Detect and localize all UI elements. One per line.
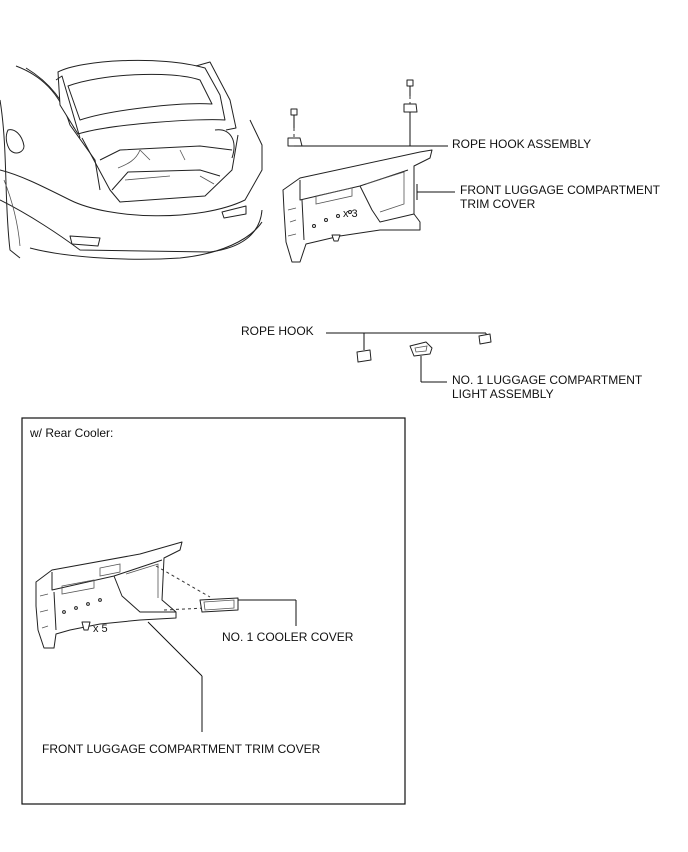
luggage-light-label-line2: LIGHT ASSEMBLY: [452, 387, 554, 401]
bolt-left-icon: [287, 108, 303, 147]
leader-lines-inset: [147, 599, 297, 732]
front-trim-cover-label-line1: FRONT LUGGAGE COMPARTMENT: [460, 183, 661, 197]
cooler-cover-label: NO. 1 COOLER COVER: [222, 630, 354, 644]
inset-clip-icon: [81, 621, 91, 631]
cooler-cover-drawing: [155, 565, 239, 613]
rope-hook-label: ROPE HOOK: [241, 324, 314, 338]
luggage-light-label-line1: NO. 1 LUGGAGE COMPARTMENT: [452, 373, 643, 387]
inset-title: w/ Rear Cooler:: [29, 426, 113, 440]
clip-icon: [331, 234, 341, 242]
vehicle-rear-illustration: [0, 59, 263, 260]
front-trim-cover-drawing: [282, 79, 433, 263]
leader-lines-top: [294, 112, 455, 200]
front-trim-cover-label-line2: TRIM COVER: [460, 197, 536, 211]
rope-hook-right-icon: [478, 333, 492, 345]
rope-hook-left-icon: [356, 349, 372, 363]
luggage-light-icon: [409, 341, 433, 357]
front-trim-cover-inset-label: FRONT LUGGAGE COMPARTMENT TRIM COVER: [42, 742, 321, 756]
inset-trim-cover-drawing: [35, 541, 183, 649]
rope-hook-group: [326, 332, 492, 383]
clip-count-inset: x 5: [93, 623, 108, 635]
rope-hook-assembly-label: ROPE HOOK ASSEMBLY: [452, 137, 591, 151]
rear-cooler-inset-box: [21, 417, 406, 805]
clip-count-top: x 3: [343, 208, 358, 220]
bolt-right-icon: [403, 79, 418, 113]
